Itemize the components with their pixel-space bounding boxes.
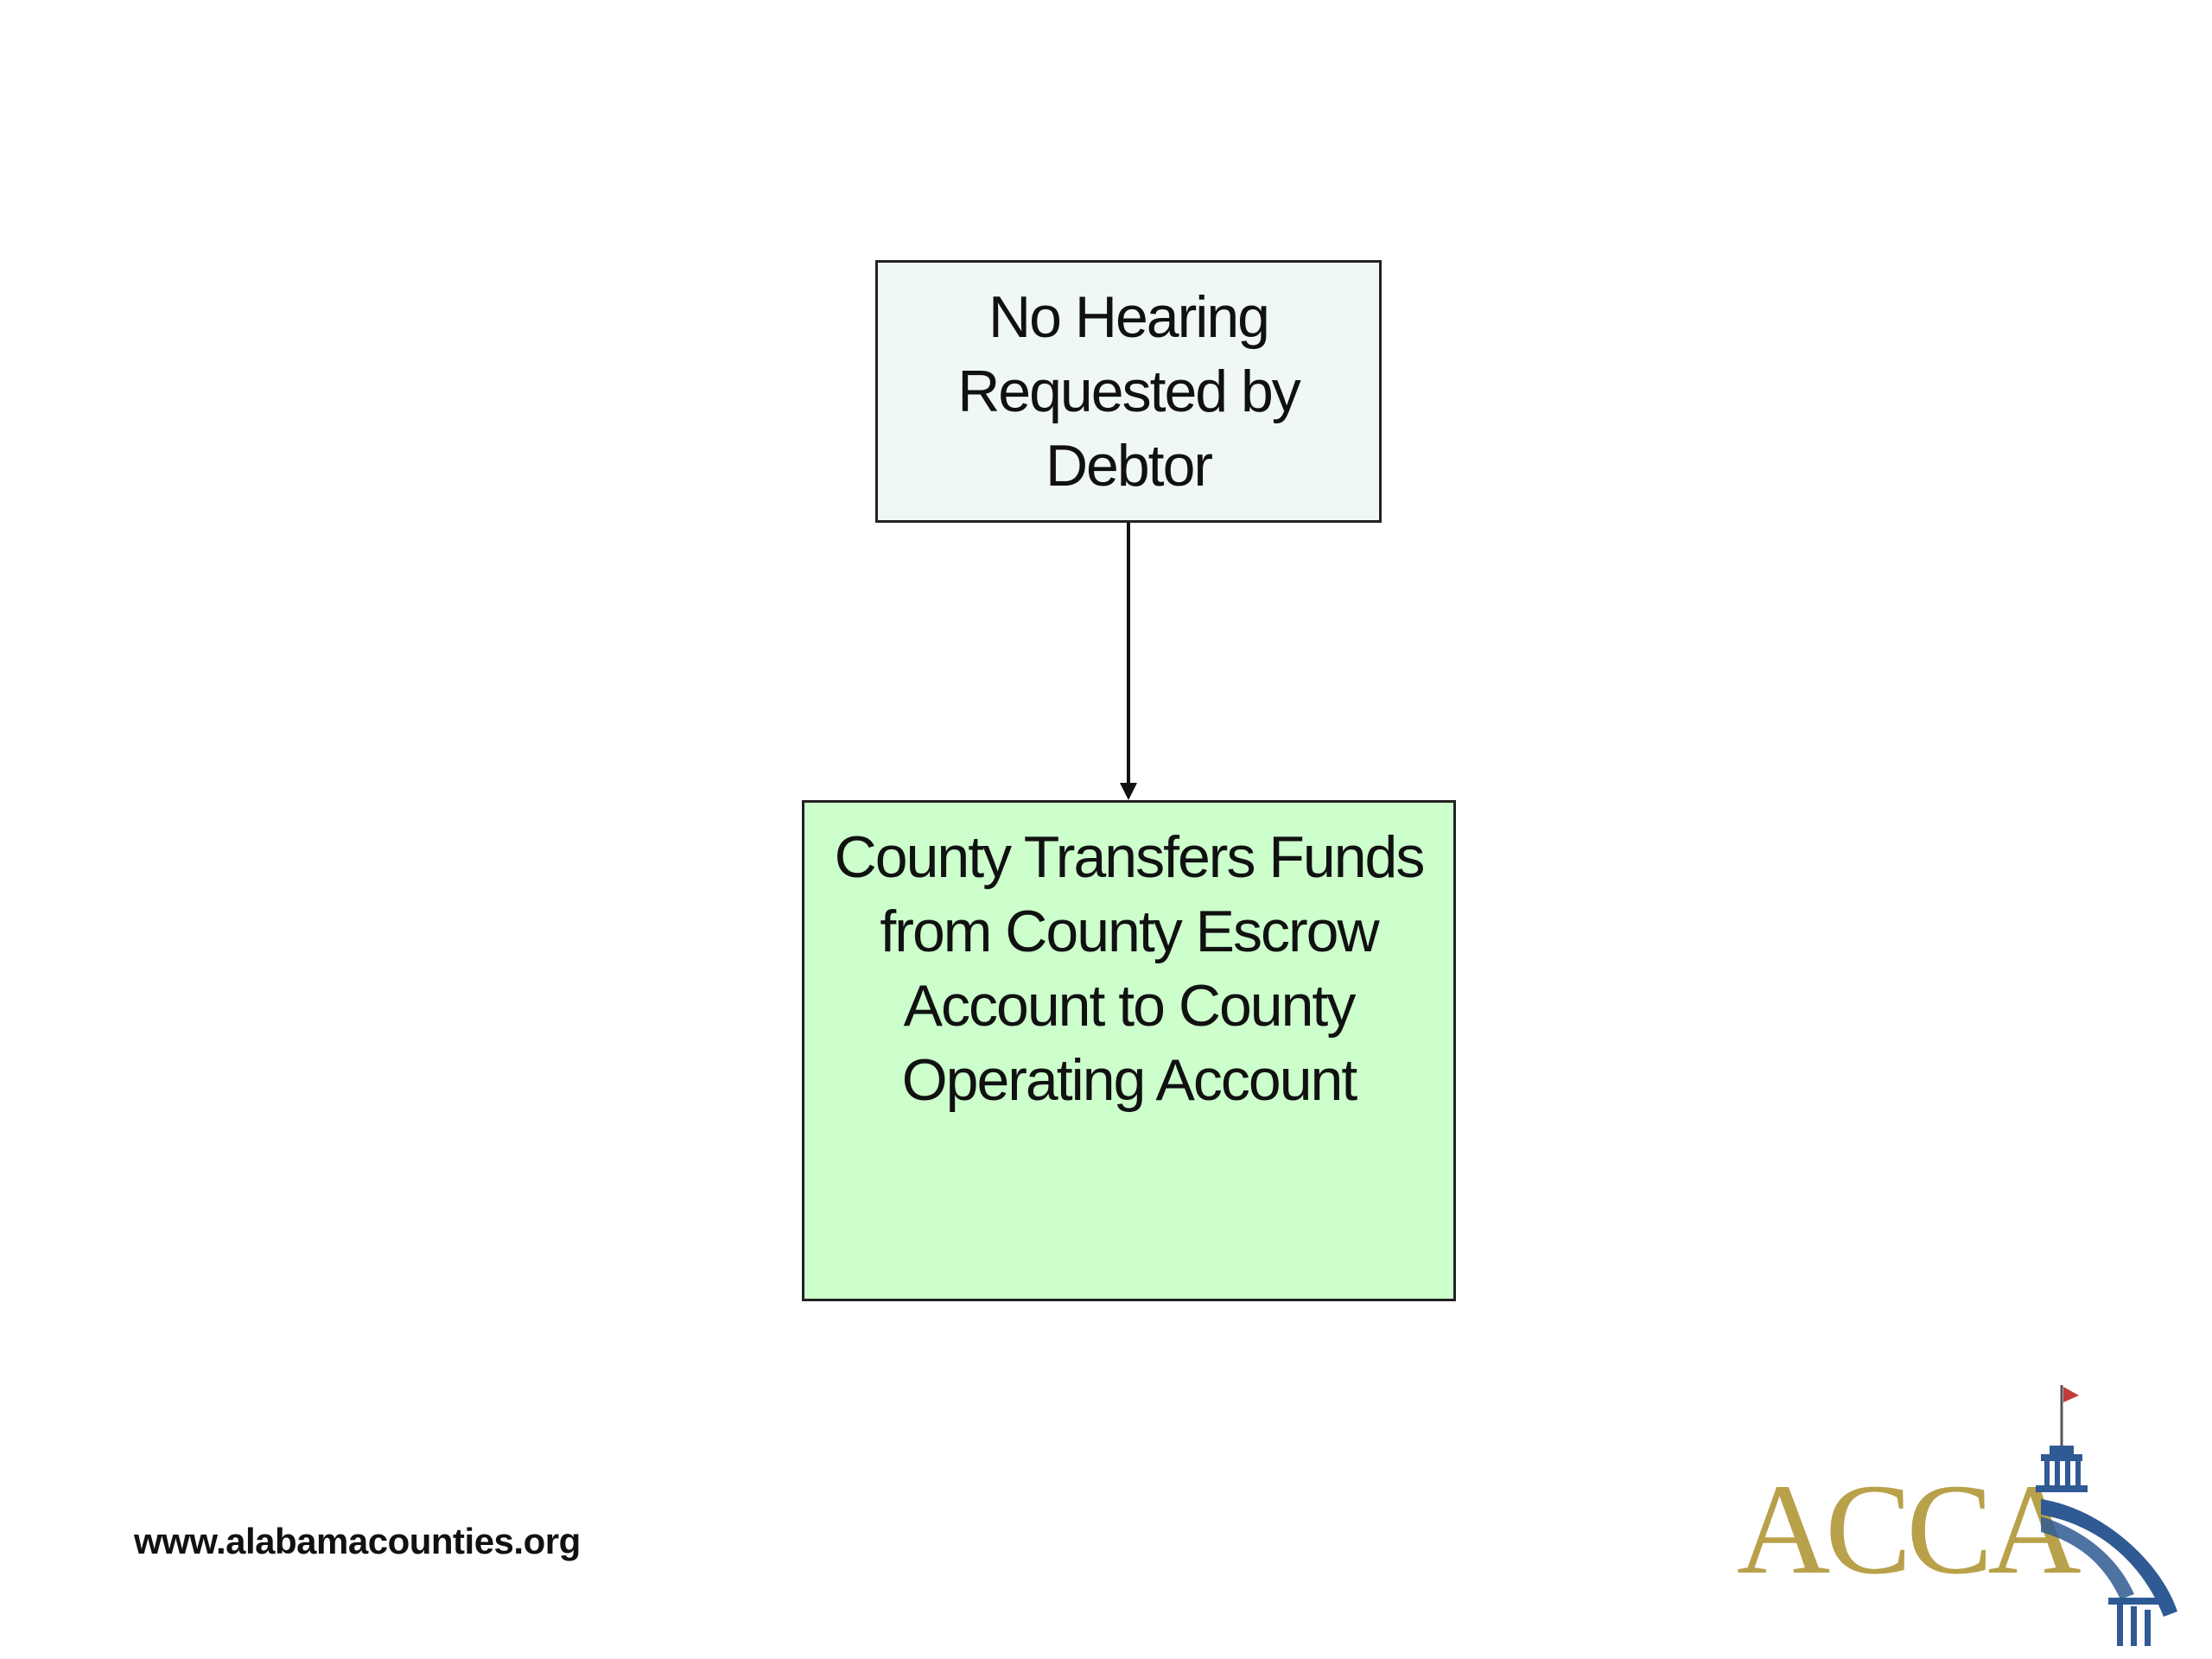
node-county-transfers-line-1: County Transfers Funds xyxy=(834,824,1426,890)
node-no-hearing-line-1: No Hearing xyxy=(988,284,1270,350)
arrowhead xyxy=(1120,783,1137,800)
node-county-transfers: County Transfers Funds from County Escro… xyxy=(802,800,1456,1301)
node-county-transfers-line-2: from County Escrow xyxy=(880,899,1379,964)
node-no-hearing: No Hearing Requested by Debtor xyxy=(875,260,1382,523)
footer-url[interactable]: www.alabamacounties.org xyxy=(134,1521,581,1561)
node-no-hearing-line-2: Requested by xyxy=(957,359,1301,424)
flag-icon xyxy=(2063,1387,2079,1402)
node-no-hearing-line-3: Debtor xyxy=(1045,433,1213,499)
node-county-transfers-line-3: Account to County xyxy=(903,973,1357,1039)
acca-logo: ACCA xyxy=(1737,1378,2186,1646)
logo-text: ACCA xyxy=(1737,1458,2082,1601)
capitol-dome-icon xyxy=(2036,1385,2177,1646)
node-county-transfers-line-4: Operating Account xyxy=(901,1047,1357,1113)
